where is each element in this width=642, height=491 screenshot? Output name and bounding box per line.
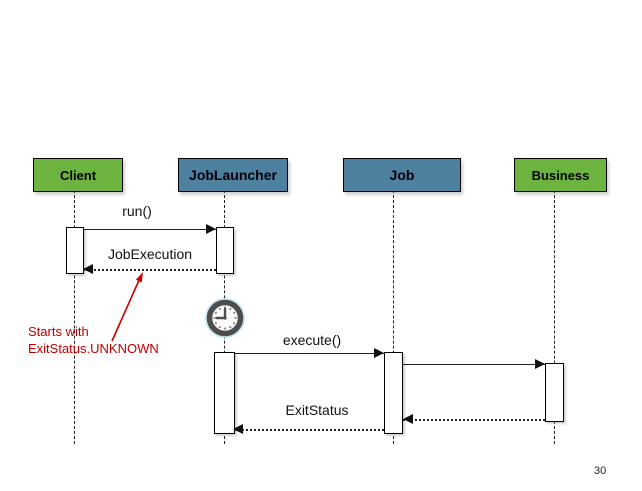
activation-job [384, 352, 403, 434]
annotation-text: Starts with ExitStatus.UNKNOWN [28, 323, 159, 357]
participant-joblauncher: JobLauncher [178, 158, 288, 192]
arrowhead-job-to-business-icon [535, 359, 545, 369]
message-run-line [83, 229, 216, 230]
message-execute-line [234, 353, 384, 354]
participant-job-label: Job [389, 167, 415, 183]
arrowhead-jobexecution-icon [83, 264, 93, 274]
message-exitstatus-line [234, 429, 384, 431]
annotation-arrow-icon [111, 272, 143, 342]
participant-joblauncher-label: JobLauncher [189, 167, 277, 183]
message-business-return-line [403, 419, 545, 421]
message-job-to-business-line [402, 364, 545, 365]
page-number: 30 [594, 465, 607, 477]
activation-client [66, 227, 84, 274]
activation-business [545, 363, 564, 422]
participant-client-label: Client [59, 167, 97, 183]
annotation-line1: Starts with [28, 324, 89, 339]
lifeline-job [393, 190, 394, 444]
message-execute-label: execute() [282, 332, 342, 348]
participant-business: Business [514, 158, 607, 192]
annotation-line2: ExitStatus.UNKNOWN [28, 341, 159, 356]
message-jobexecution-label: JobExecution [107, 246, 193, 262]
arrowhead-business-return-icon [403, 414, 413, 424]
arrowhead-exitstatus-icon [233, 424, 243, 434]
arrowhead-execute-icon [374, 348, 384, 358]
lifeline-business [554, 190, 555, 444]
arrowhead-run-icon [206, 224, 216, 234]
clock-icon [205, 298, 245, 338]
activation-joblauncher-1 [216, 227, 234, 274]
participant-business-label: Business [531, 167, 590, 183]
message-run-label: run() [122, 203, 152, 219]
participant-client: Client [33, 158, 123, 192]
participant-job: Job [343, 158, 461, 192]
message-exitstatus-label: ExitStatus [285, 402, 349, 418]
message-jobexecution-line [83, 269, 216, 271]
activation-joblauncher-2 [214, 352, 235, 434]
lifeline-client [74, 190, 75, 444]
